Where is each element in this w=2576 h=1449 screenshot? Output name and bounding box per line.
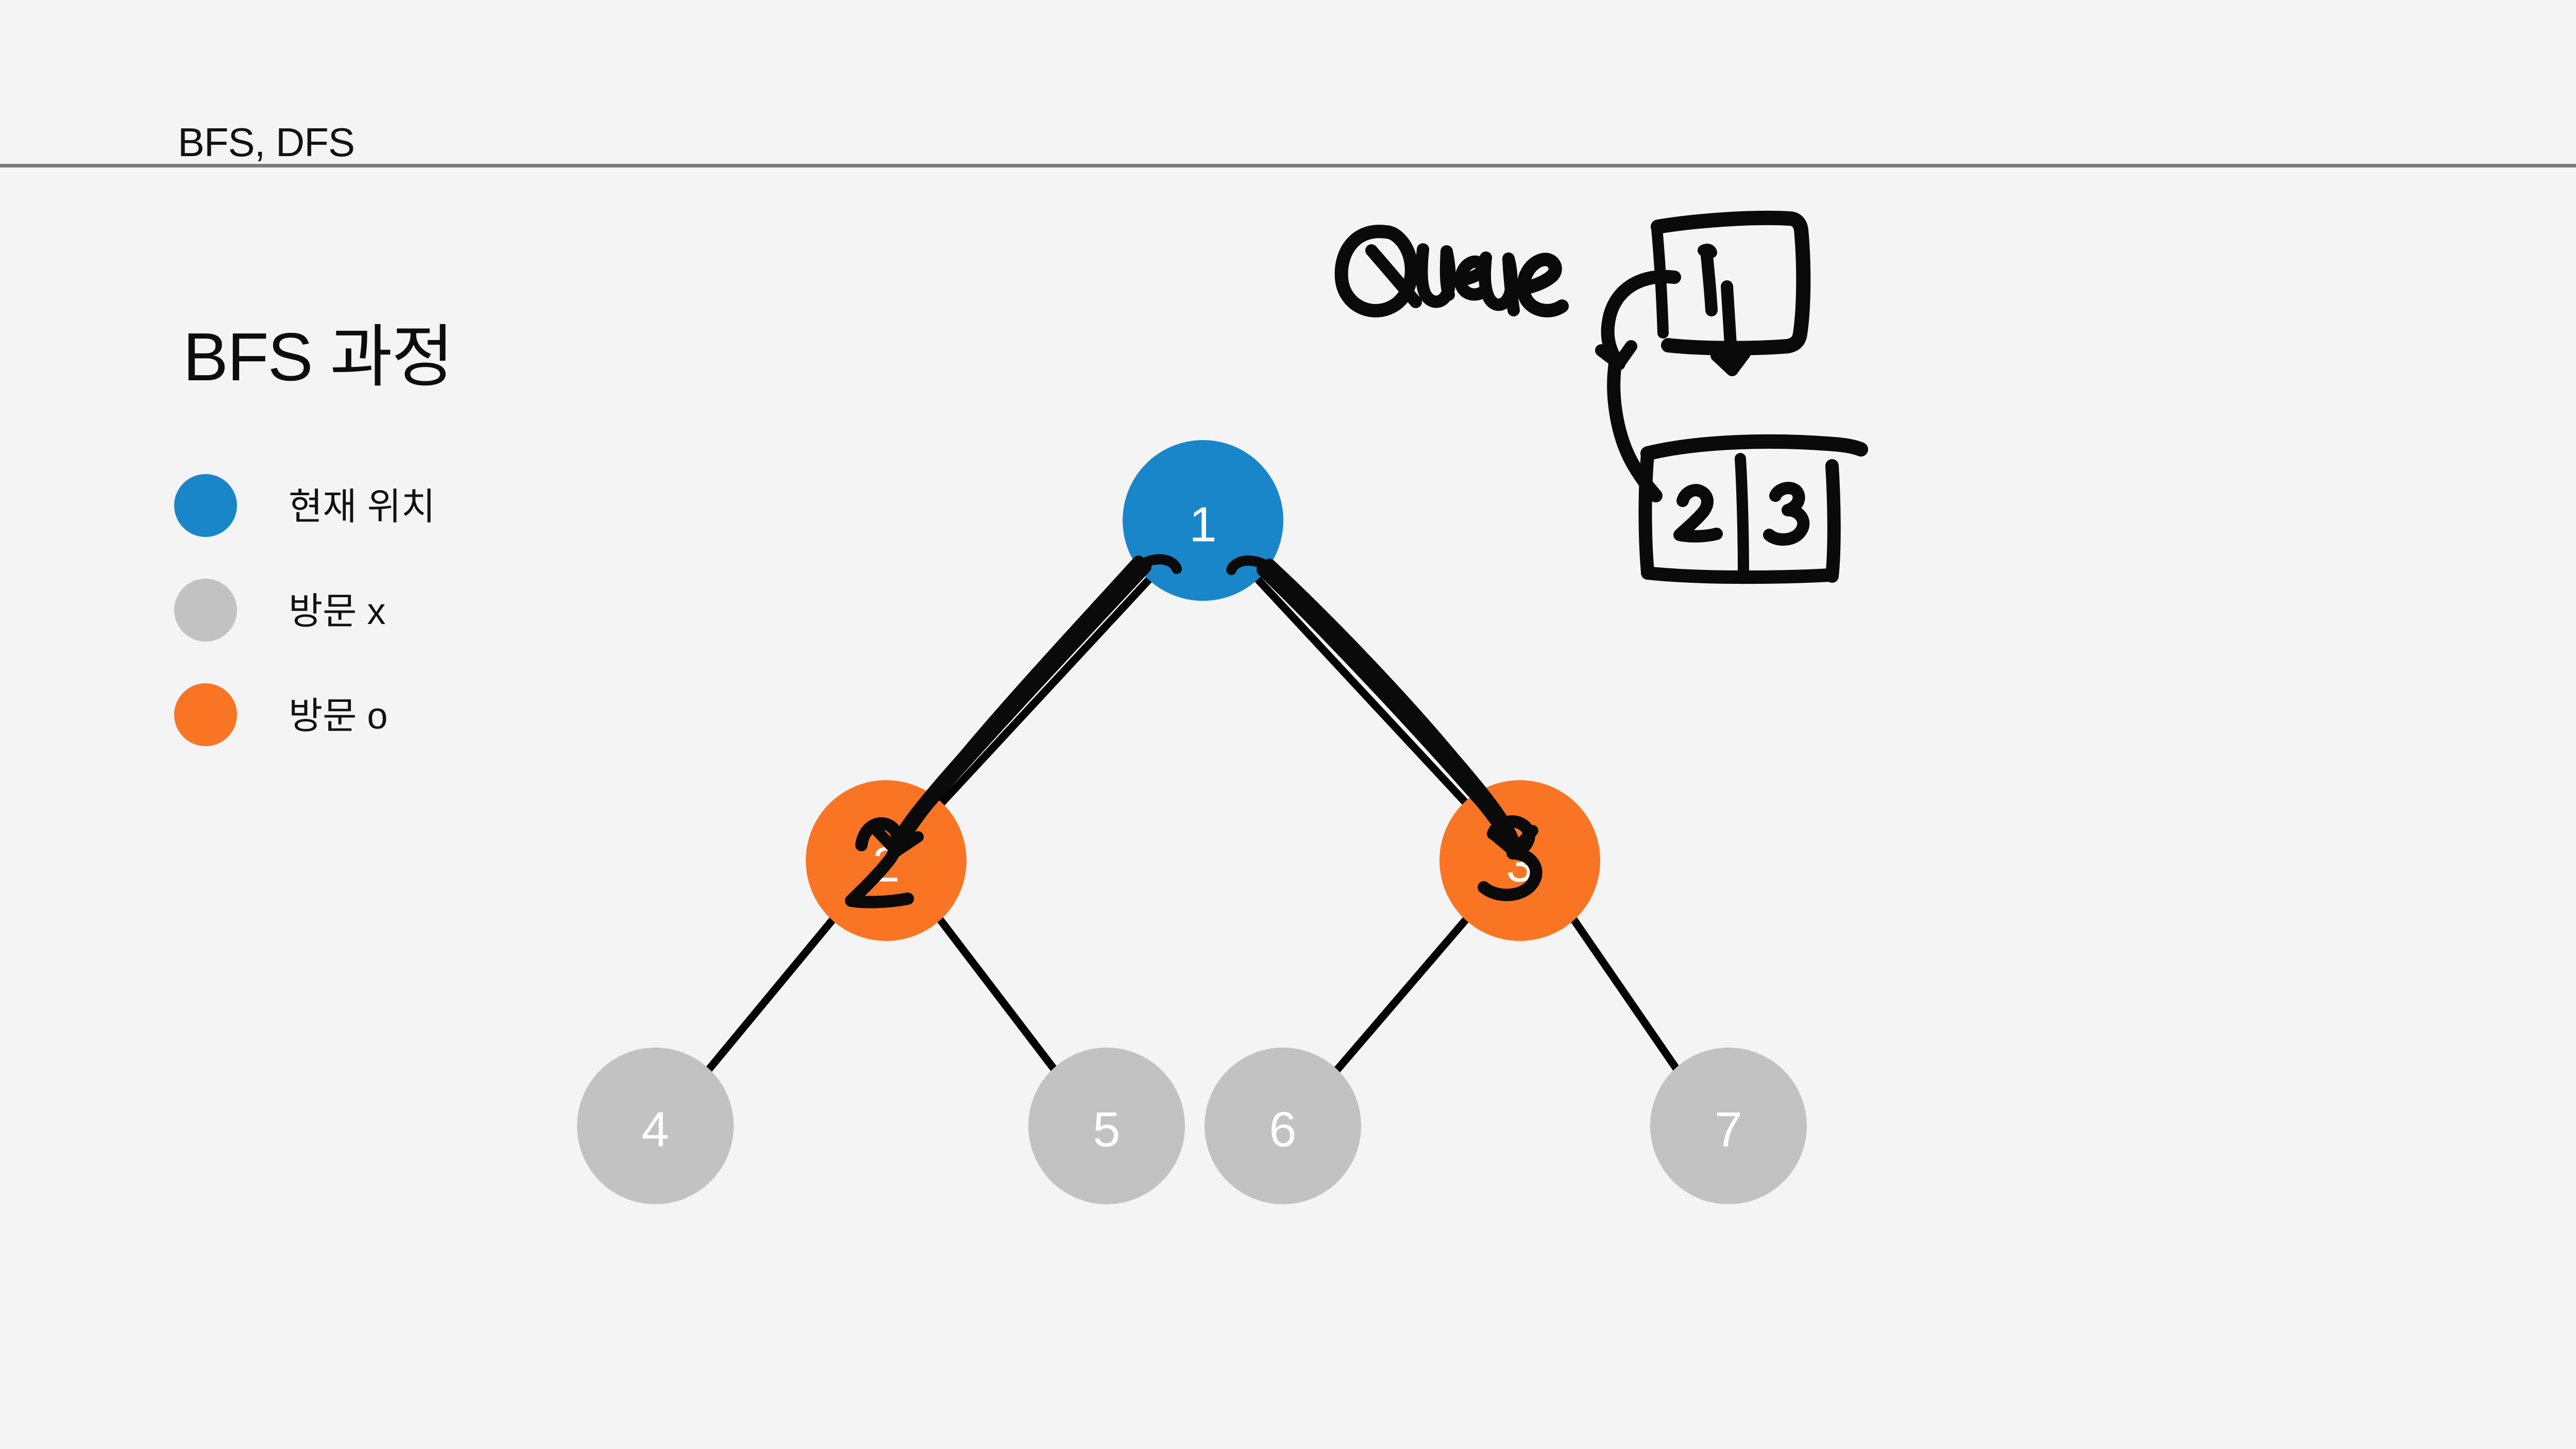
legend: 현재 위치 방문 x 방문 o: [174, 474, 638, 788]
page-title: BFS 과정: [183, 319, 454, 395]
edge-2-4: [703, 916, 837, 1076]
tree-node-3[interactable]: 3: [1439, 780, 1600, 941]
ink-arrow-1-to-2: [870, 554, 1182, 857]
tree-node-5[interactable]: 5: [1028, 1048, 1185, 1204]
node-7-circle[interactable]: [1650, 1048, 1807, 1204]
ink-front-cell-digit: [1700, 244, 1718, 316]
node-7-label: 7: [1715, 1102, 1742, 1157]
node-5-circle[interactable]: [1028, 1048, 1185, 1204]
legend-item-current: 현재 위치: [174, 474, 638, 540]
legend-swatch-current-icon: [174, 474, 237, 537]
legend-swatch-visited-icon: [174, 683, 237, 746]
ink-queue-cell-0-digit: [1673, 484, 1723, 543]
slide-header: BFS, DFS: [0, 0, 2576, 167]
node-2-circle[interactable]: [806, 780, 967, 941]
node-1-label: 1: [1189, 497, 1216, 552]
tree-node-2[interactable]: 2: [806, 780, 967, 941]
legend-item-visited: 방문 o: [174, 683, 638, 749]
edge-1-2: [938, 576, 1153, 807]
tree-edges: [703, 576, 1683, 1076]
edge-2-5: [936, 916, 1060, 1076]
tree-node-7[interactable]: 7: [1650, 1048, 1807, 1204]
node-4-circle[interactable]: [577, 1048, 734, 1204]
ink-queue-front-box: [1651, 210, 1811, 356]
node-4-label: 4: [641, 1102, 669, 1157]
breadcrumb: BFS, DFS: [178, 120, 355, 165]
ink-down-arrow: [1710, 280, 1751, 376]
edge-1-3: [1254, 576, 1470, 807]
ink-annotation-layer: [845, 210, 1868, 908]
ink-queue-label: [1334, 225, 1569, 317]
legend-label-visited: 방문 o: [289, 696, 388, 737]
ink-node-3-mark: [1478, 815, 1543, 901]
legend-item-unvisited: 방문 x: [174, 579, 638, 645]
node-2-label: 2: [872, 837, 900, 892]
header-divider: [0, 164, 2576, 167]
legend-label-unvisited: 방문 x: [289, 591, 386, 632]
ink-dequeue-arrow: [1595, 269, 1681, 502]
node-3-label: 3: [1506, 837, 1533, 892]
ink-node-2-mark: [845, 817, 914, 908]
node-6-label: 6: [1269, 1102, 1296, 1157]
ink-arrow-1-to-3: [1226, 555, 1538, 857]
ink-queue-box: [1638, 434, 1868, 584]
ink-queue-cell-1-digit: [1763, 482, 1810, 546]
node-6-circle[interactable]: [1205, 1048, 1361, 1204]
tree-node-1[interactable]: 1: [1123, 440, 1283, 601]
edge-3-7: [1570, 916, 1683, 1076]
tree-node-6[interactable]: 6: [1205, 1048, 1361, 1204]
tree-node-4[interactable]: 4: [577, 1048, 734, 1204]
tree-nodes: 4 5 6 7 2 3 1: [577, 440, 1807, 1204]
legend-label-current: 현재 위치: [289, 486, 435, 528]
node-5-label: 5: [1093, 1102, 1120, 1157]
node-3-circle[interactable]: [1439, 780, 1600, 941]
legend-swatch-unvisited-icon: [174, 579, 237, 642]
node-1-circle[interactable]: [1123, 440, 1283, 601]
edge-3-6: [1331, 916, 1470, 1076]
ink-queue-cell-divider: [1735, 453, 1749, 580]
